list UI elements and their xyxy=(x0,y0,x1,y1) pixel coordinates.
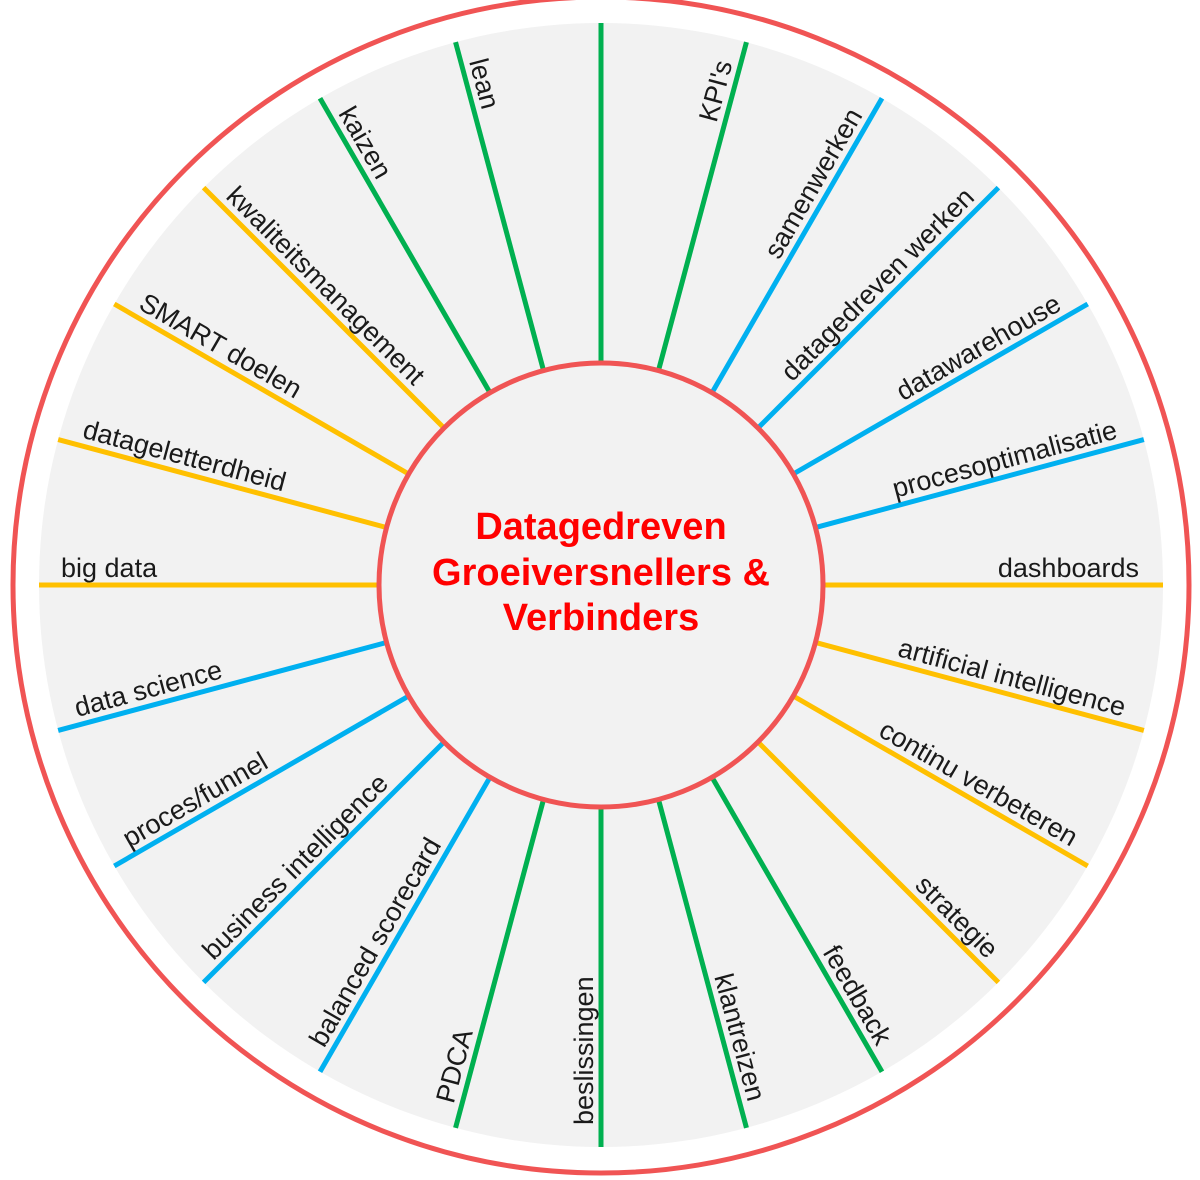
spoke-label: big data xyxy=(61,553,158,583)
spoke-line xyxy=(453,41,546,372)
spoke-line xyxy=(656,798,749,1129)
spoke-line xyxy=(656,41,749,372)
spoke-line xyxy=(317,776,493,1073)
spoke-line xyxy=(317,97,493,394)
spoke-line xyxy=(113,693,410,869)
spoke-line xyxy=(756,185,1001,430)
spoke-line xyxy=(57,437,388,530)
spoke-line xyxy=(113,301,410,477)
spoke-lines xyxy=(39,23,1163,1147)
center-title: Datagedreven Groeiversnellers & Verbinde… xyxy=(401,505,801,642)
center-title-line: Groeiversnellers & xyxy=(432,551,770,594)
center-title-line: Datagedreven xyxy=(475,506,727,548)
center-circle xyxy=(376,360,826,810)
spoke-label: beslissingen xyxy=(569,976,599,1125)
spoke-line xyxy=(814,640,1145,733)
spoke-line xyxy=(792,301,1089,477)
spoke-line xyxy=(709,97,885,394)
spoke-line xyxy=(709,776,885,1073)
center-title-line: Verbinders xyxy=(502,597,700,640)
spoke-line xyxy=(453,798,546,1129)
spoke-label: dashboards xyxy=(997,553,1139,583)
spoke-line xyxy=(792,693,1089,869)
spoke-line xyxy=(201,185,446,430)
spoke-line xyxy=(814,437,1145,530)
spoke-line xyxy=(756,740,1001,985)
spoke-line xyxy=(57,640,388,733)
spoke-line xyxy=(201,740,446,985)
